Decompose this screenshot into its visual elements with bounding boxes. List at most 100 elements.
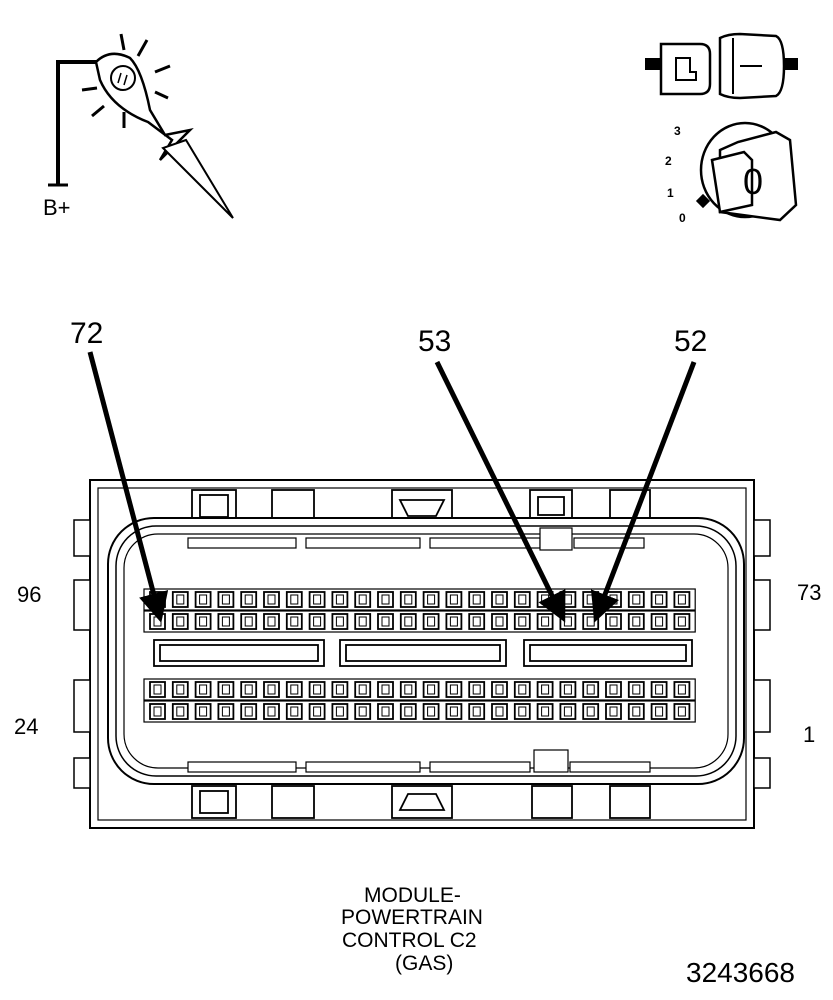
- pin-cavity: [673, 591, 691, 608]
- pin-cavity: [582, 681, 600, 698]
- pin-cavity: [331, 681, 349, 698]
- pin-cavity: [171, 681, 189, 698]
- pin-cavity: [650, 591, 668, 608]
- pin-terminal: [632, 706, 641, 717]
- pin-terminal: [313, 684, 322, 695]
- pin-terminal: [563, 706, 572, 717]
- pin-terminal: [404, 684, 413, 695]
- pin-cavity: [308, 681, 326, 698]
- pin-cavity: [331, 703, 349, 720]
- pin-cavity: [399, 703, 417, 720]
- pin-cavity: [354, 703, 372, 720]
- title-line-3: CONTROL C2: [342, 929, 477, 952]
- connector-title: MODULE- POWERTRAIN CONTROL C2 (GAS): [341, 884, 483, 975]
- pin-cavity: [513, 591, 531, 608]
- pin-terminal: [632, 684, 641, 695]
- pin-terminal: [153, 706, 162, 717]
- callout-pin-72: 72: [70, 317, 169, 623]
- pin-cavity: [285, 703, 303, 720]
- pin-terminal: [381, 684, 390, 695]
- title-line-1: MODULE-: [364, 884, 461, 907]
- pin-cavity: [605, 681, 622, 698]
- pin-terminal: [495, 706, 504, 717]
- pin-cavity: [627, 613, 645, 630]
- pin-terminal: [449, 616, 458, 627]
- pin-terminal: [290, 616, 299, 627]
- pin-cavity: [263, 613, 280, 630]
- pin-cavity: [605, 591, 622, 608]
- pin-label-1: 1: [803, 722, 815, 747]
- pin-cavity: [217, 591, 235, 608]
- pin-cavity: [627, 703, 645, 720]
- key-position-2: 2: [665, 154, 672, 168]
- pin-terminal: [427, 616, 436, 627]
- pin-terminal: [472, 594, 481, 605]
- pin-terminal: [199, 706, 208, 717]
- pin-terminal: [495, 594, 504, 605]
- pin-terminal: [313, 706, 322, 717]
- pin-cavity: [445, 681, 463, 698]
- pin-cavity: [285, 681, 303, 698]
- pin-terminal: [655, 684, 664, 695]
- pin-cavity: [559, 591, 577, 608]
- pin-cavity: [536, 613, 554, 630]
- pin-cavity: [217, 613, 235, 630]
- pin-cavity: [194, 703, 212, 720]
- b-plus-label: B+: [43, 195, 71, 220]
- pin-terminal: [335, 684, 344, 695]
- disconnected-connector-icon: [645, 32, 798, 100]
- pin-terminal: [221, 616, 230, 627]
- pin-terminal: [358, 594, 367, 605]
- pin-terminal: [335, 706, 344, 717]
- pin-terminal: [677, 616, 686, 627]
- pin-terminal: [199, 616, 208, 627]
- pin-terminal: [518, 706, 527, 717]
- pin-cavity: [331, 591, 349, 608]
- pin-terminal: [449, 684, 458, 695]
- pin-cavity: [331, 613, 349, 630]
- pin-terminal: [335, 616, 344, 627]
- pin-terminal: [404, 616, 413, 627]
- pin-terminal: [495, 684, 504, 695]
- pin-cavity: [582, 703, 600, 720]
- pin-cavity: [468, 703, 486, 720]
- pin-cavity: [422, 703, 440, 720]
- callout-pin-53: 53: [418, 325, 566, 623]
- pin-label-96: 96: [17, 582, 41, 607]
- pin-cavity: [536, 681, 554, 698]
- pin-cavity: [559, 703, 577, 720]
- pin-cavity: [399, 591, 417, 608]
- pin-cavity: [468, 613, 486, 630]
- pin-terminal: [677, 684, 686, 695]
- pin-terminal: [449, 706, 458, 717]
- pin-terminal: [244, 706, 253, 717]
- pin-terminal: [244, 616, 253, 627]
- pin-cavity: [491, 703, 508, 720]
- ignition-key-off-icon: 0 3 2 1 0: [665, 121, 798, 225]
- pin-cavity: [240, 591, 258, 608]
- figure-number: 3243668: [686, 957, 795, 988]
- pin-terminal: [267, 594, 276, 605]
- pin-terminal: [427, 684, 436, 695]
- pin-terminal: [313, 594, 322, 605]
- pin-terminal: [586, 684, 595, 695]
- pin-terminal: [677, 706, 686, 717]
- test-light-icon: B+: [43, 33, 234, 220]
- pin-terminal: [472, 616, 481, 627]
- pin-cavity: [149, 703, 166, 720]
- pin-terminal: [358, 706, 367, 717]
- pin-terminal: [449, 594, 458, 605]
- pin-cavity: [308, 591, 326, 608]
- pin-terminal: [244, 594, 253, 605]
- pin-terminal: [518, 616, 527, 627]
- pin-cavity: [513, 681, 531, 698]
- pin-cavity: [673, 703, 691, 720]
- pin-cavity: [194, 681, 212, 698]
- pin-label-24: 24: [14, 714, 38, 739]
- pin-terminal: [472, 706, 481, 717]
- pin-terminal: [199, 594, 208, 605]
- pin-terminal: [609, 684, 618, 695]
- pin-terminal: [290, 684, 299, 695]
- pin-cavity: [354, 681, 372, 698]
- pin-cavity: [650, 703, 668, 720]
